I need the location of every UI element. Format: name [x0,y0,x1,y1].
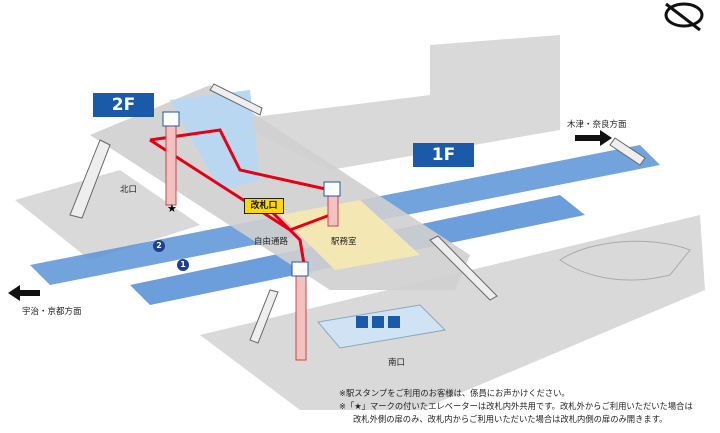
compass-icon [664,2,704,32]
direction-up-label: 木津・奈良方面 [567,120,627,130]
south-exit-label: 南口 [388,358,406,368]
elevator-icon [162,111,180,127]
note-line-1: ※駅スタンプをご利用のお客様は、係員にお声かけください。 [339,388,570,398]
star-marker: ★ [167,202,177,215]
direction-arrow-up [575,130,612,146]
free-passage-label: 自由通路 [254,237,289,247]
station-office-label: 駅務室 [331,237,357,247]
station-office-area [280,200,420,270]
ticket-gate-label: 改札口 [244,198,284,214]
north-exit-label: 北口 [120,185,138,195]
note-line-2: ※「★」マークの付いたエレベーターは改札内外共用です。改札外からご利用いただいた… [339,401,693,411]
stairs [69,83,646,344]
direction-arrow-down [8,285,40,301]
elevator-icon-2 [323,181,341,197]
note-line-3: 改札外側の扉のみ、改札内からご利用いただいた場合は改札内側の扉のみ開きます。 [353,414,668,424]
restroom-block [317,304,447,349]
floor-badge-2f: 2F [93,93,154,117]
floor-badge-1f: 1F [413,143,474,167]
surroundings [15,35,705,410]
track-number-1: 1 [177,259,189,271]
direction-down-label: 宇治・京都方面 [22,307,82,317]
elevator-icon-3 [291,261,309,277]
track-number-2: 2 [153,240,165,252]
footnotes: ※駅スタンプをご利用のお客様は、係員にお声かけください。 ※「★」マークの付いた… [339,387,693,426]
